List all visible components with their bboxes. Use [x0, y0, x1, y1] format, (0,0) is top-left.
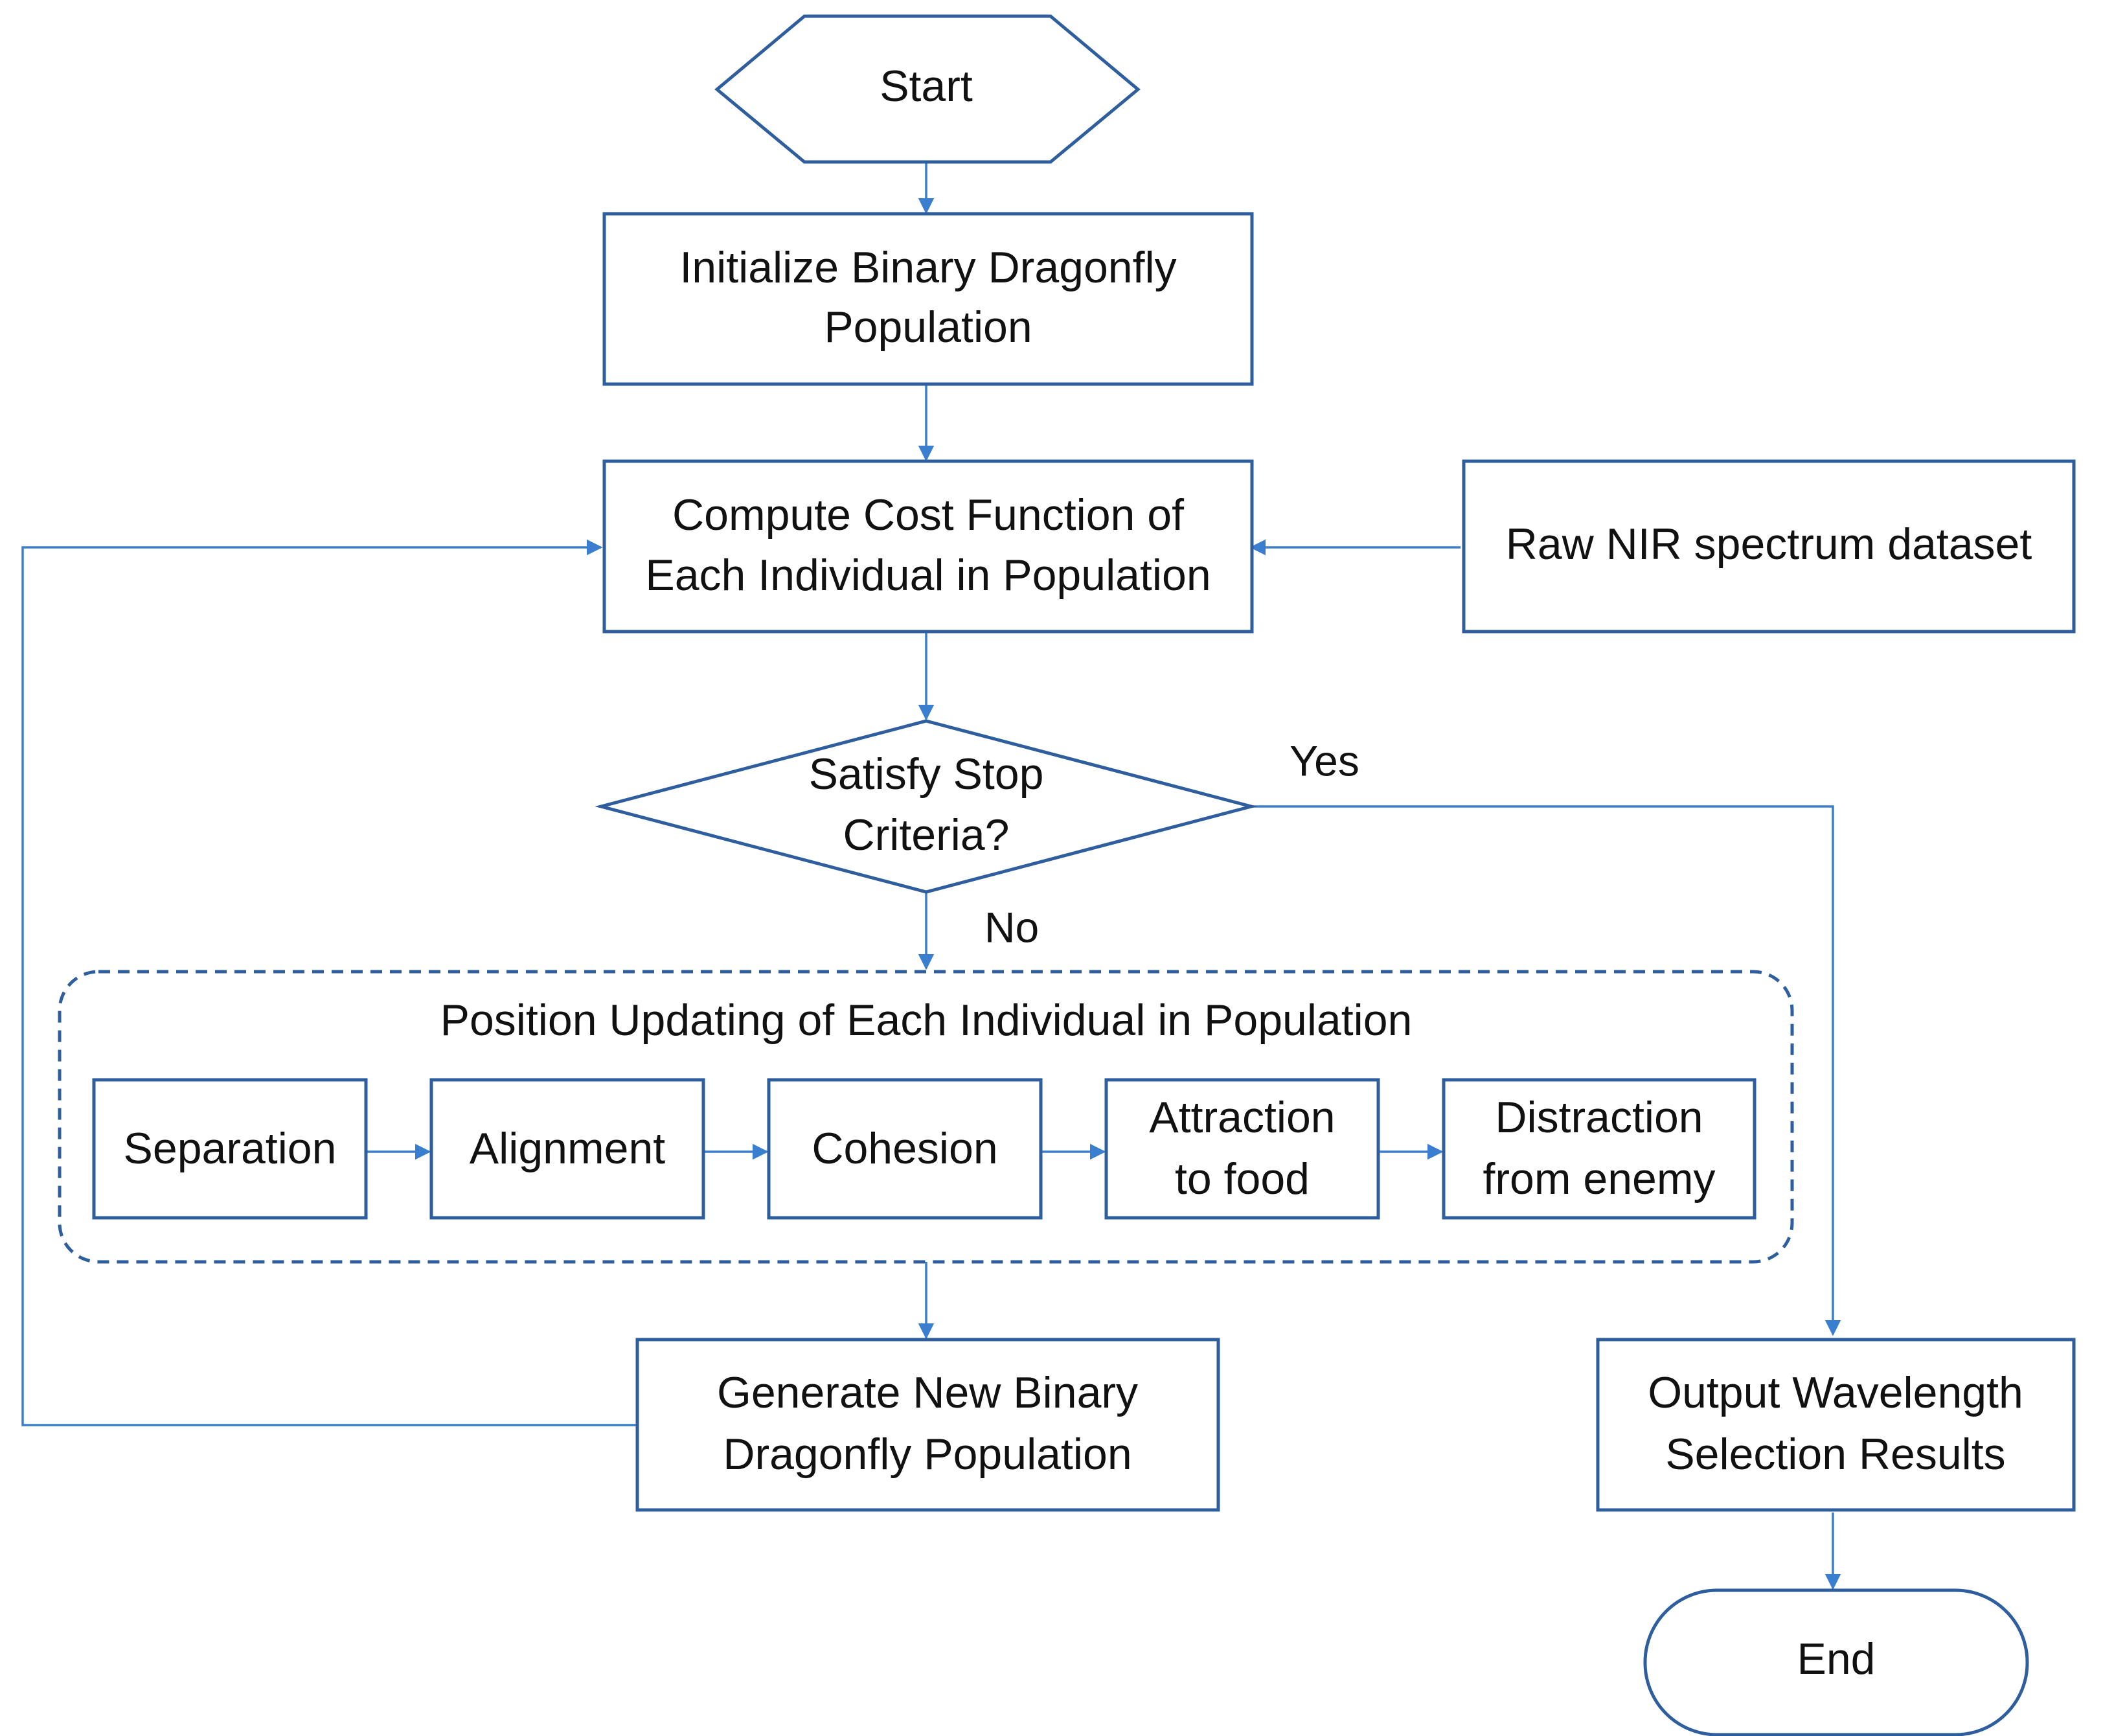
initialize-population-node: Initialize Binary Dragonfly Population	[602, 212, 1254, 386]
output-results-node: Output Wavelength Selection Results	[1596, 1338, 2076, 1512]
no-label: No	[984, 903, 1039, 951]
step-distraction-from-enemy: Distraction from enemy	[1442, 1078, 1756, 1220]
step-separation-label: Separation	[124, 1124, 337, 1173]
step-cohesion: Cohesion	[767, 1078, 1043, 1220]
end-node: End	[1643, 1588, 2029, 1736]
step-attraction-label-line1: Attraction	[1149, 1093, 1335, 1142]
step-attraction-to-food: Attraction to food	[1104, 1078, 1380, 1220]
output-results-label-line2: Selection Results	[1665, 1430, 2005, 1479]
start-label: Start	[880, 62, 973, 111]
step-alignment-label: Alignment	[470, 1124, 665, 1173]
compute-cost-node: Compute Cost Function of Each Individual…	[602, 459, 1254, 634]
decision-label-line1: Satisfy Stop	[809, 749, 1044, 799]
step-alignment: Alignment	[429, 1078, 705, 1220]
position-updating-title: Position Updating of Each Individual in …	[440, 996, 1413, 1045]
step-attraction-label-line2: to food	[1175, 1154, 1310, 1204]
compute-cost-label-line2: Each Individual in Population	[645, 551, 1211, 600]
edge-generate-loop-to-compute	[21, 539, 637, 1426]
yes-label: Yes	[1290, 737, 1359, 784]
edge-decision-yes-to-output	[1251, 805, 1841, 1336]
raw-dataset-node: Raw NIR spectrum dataset	[1462, 459, 2076, 634]
end-label: End	[1797, 1634, 1876, 1684]
raw-dataset-label: Raw NIR spectrum dataset	[1506, 520, 2032, 569]
initialize-population-label-line2: Population	[824, 303, 1032, 352]
step-cohesion-label: Cohesion	[812, 1124, 997, 1173]
step-distraction-label-line2: from enemy	[1483, 1154, 1716, 1204]
decision-label-line2: Criteria?	[843, 810, 1010, 860]
initialize-population-label-line1: Initialize Binary Dragonfly	[679, 243, 1176, 292]
stop-criteria-decision: Satisfy Stop Criteria?	[595, 719, 1258, 894]
generate-population-label-line2: Dragonfly Population	[723, 1430, 1131, 1479]
start-node: Start	[714, 14, 1141, 164]
step-separation: Separation	[92, 1078, 368, 1220]
generate-population-node: Generate New Binary Dragonfly Population	[635, 1338, 1220, 1512]
output-results-label-line1: Output Wavelength	[1648, 1368, 2023, 1417]
generate-population-label-line1: Generate New Binary	[717, 1368, 1138, 1417]
compute-cost-label-line1: Compute Cost Function of	[672, 490, 1184, 540]
step-distraction-label-line1: Distraction	[1495, 1093, 1703, 1142]
position-updating-group: Position Updating of Each Individual in …	[58, 970, 1794, 1264]
